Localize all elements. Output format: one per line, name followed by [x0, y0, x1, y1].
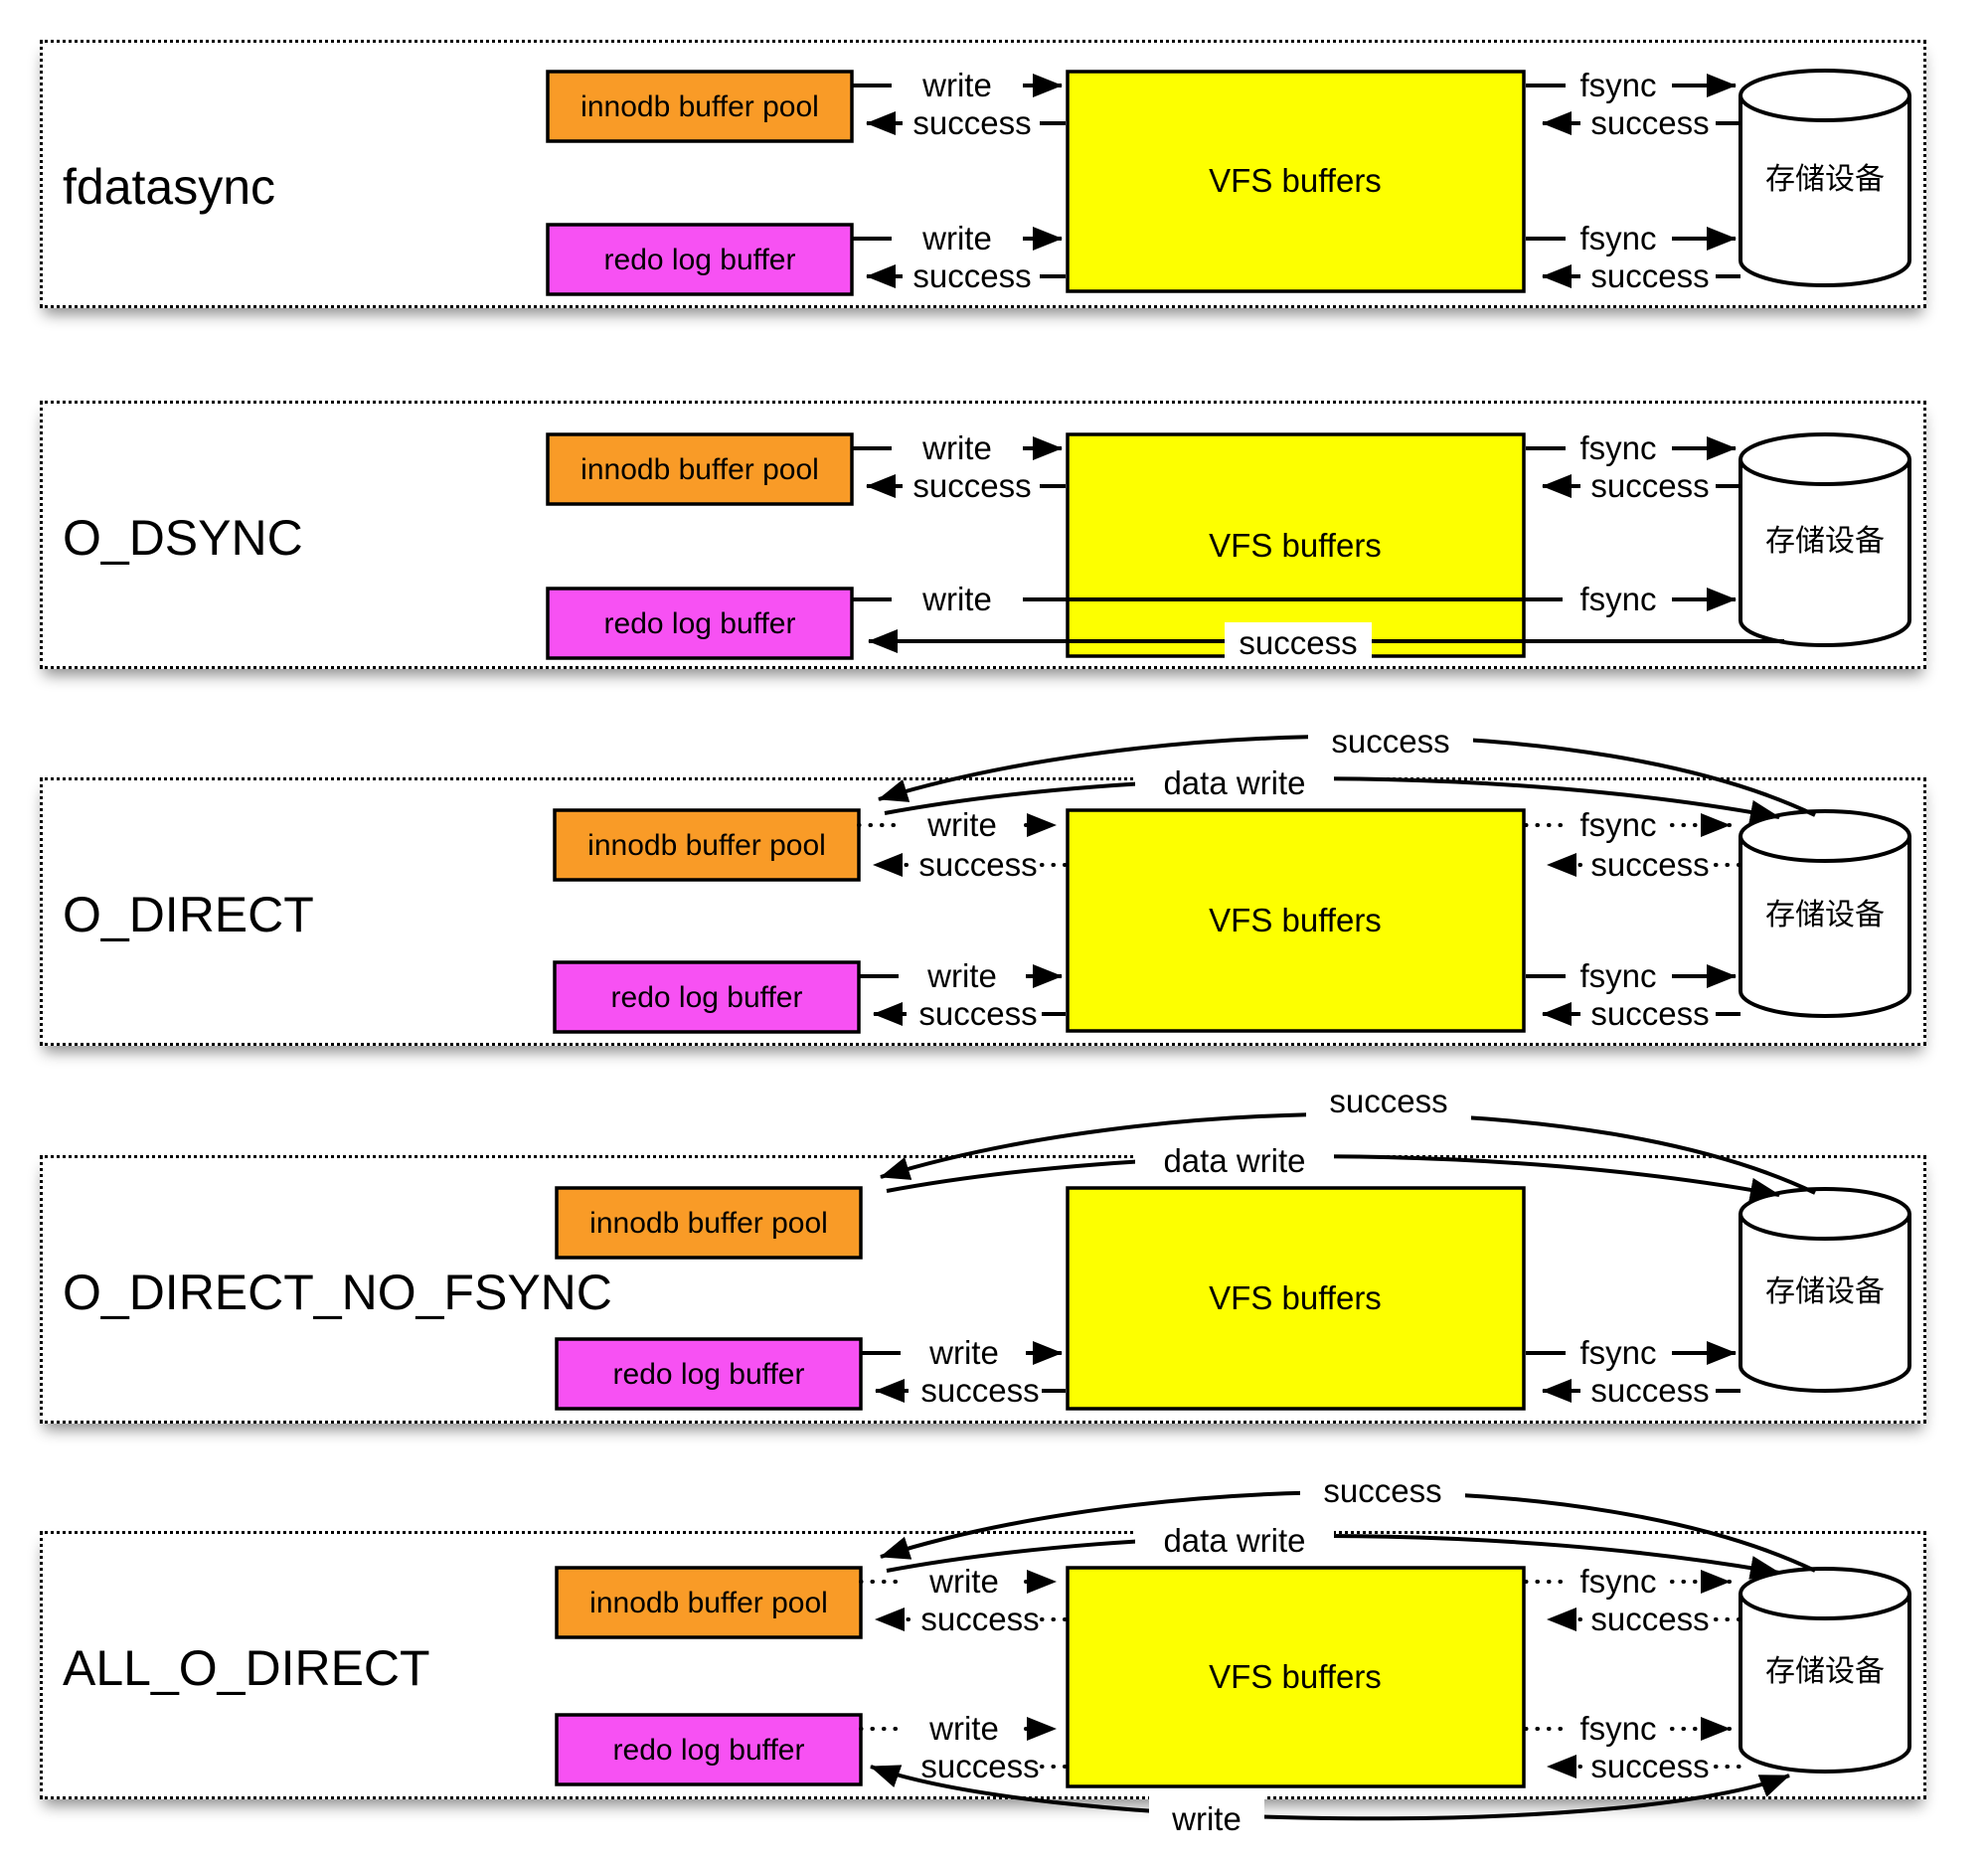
success-label-patch	[1308, 722, 1473, 761]
arrow-label-success: success	[1331, 723, 1449, 760]
arrow-label-write: write	[1171, 1800, 1242, 1837]
panel-title-odirect-no-fsync: O_DIRECT_NO_FSYNC	[63, 1265, 612, 1320]
panel-odirect-no-fsync: O_DIRECT_NO_FSYNC	[40, 1155, 1926, 1424]
panel-title-odirect: O_DIRECT	[63, 887, 314, 942]
success-label-patch	[1300, 1471, 1465, 1511]
write-label-patch	[1149, 1795, 1264, 1845]
panel-title-odsync: O_DSYNC	[63, 510, 303, 566]
panel-title-fdatasync: fdatasync	[63, 159, 276, 215]
panel-title-all-odirect: ALL_O_DIRECT	[63, 1640, 430, 1696]
panel-odsync: O_DSYNC	[40, 401, 1926, 669]
panel-all-odirect: ALL_O_DIRECT	[40, 1531, 1926, 1799]
panel-odirect: O_DIRECT	[40, 777, 1926, 1046]
panel-fdatasync: fdatasync	[40, 40, 1926, 308]
success-label-patch	[1306, 1082, 1471, 1121]
arrow-label-success: success	[1329, 1083, 1447, 1119]
arrow-label-success: success	[1323, 1472, 1441, 1509]
